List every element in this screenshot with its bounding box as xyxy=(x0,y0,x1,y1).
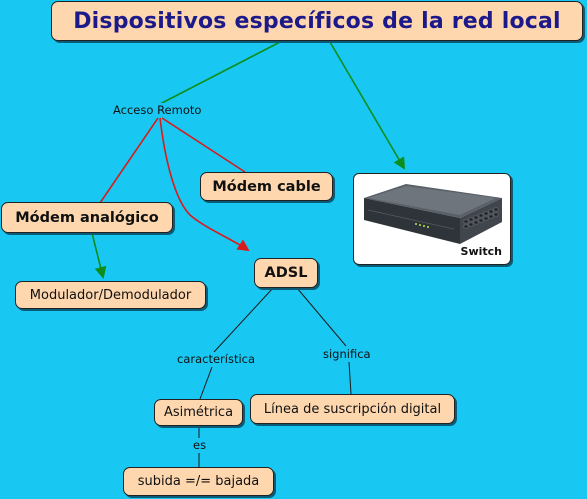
link-label-caracteristica: característica xyxy=(176,352,257,366)
node-modem-analogico[interactable]: Módem analógico xyxy=(1,202,173,233)
connector-adsl-caracteristica xyxy=(213,287,274,353)
connector-acceso-cable xyxy=(161,117,246,173)
connector-significa-linea xyxy=(348,361,352,395)
connector-acceso-adsl xyxy=(159,117,250,252)
link-label-es: es xyxy=(192,438,208,452)
node-modulador-demodulador[interactable]: Modulador/Demodulador xyxy=(15,281,206,309)
node-adsl[interactable]: ADSL xyxy=(254,258,318,288)
network-switch-icon xyxy=(364,184,502,244)
connector-adsl-significa xyxy=(296,287,347,347)
connector-analogico-modulador xyxy=(91,232,107,279)
map-title: Dispositivos específicos de la red local xyxy=(51,1,583,41)
connector-title-switch xyxy=(329,41,406,170)
connector-caracteristica-asimetrica xyxy=(199,366,213,400)
node-subida-bajada[interactable]: subida =/= bajada xyxy=(123,467,274,496)
node-linea-suscripcion-digital[interactable]: Línea de suscripción digital xyxy=(250,394,455,424)
connector-title-acceso xyxy=(159,41,281,105)
connector-acceso-analogico xyxy=(99,117,159,204)
node-modem-cable[interactable]: Módem cable xyxy=(200,172,333,201)
switch-caption: Switch xyxy=(460,245,502,258)
node-switch[interactable]: Switch xyxy=(353,173,511,265)
link-label-significa: significa xyxy=(322,347,372,361)
node-asimetrica[interactable]: Asimétrica xyxy=(154,399,243,426)
link-label-acceso-remoto: Acceso Remoto xyxy=(112,103,203,117)
